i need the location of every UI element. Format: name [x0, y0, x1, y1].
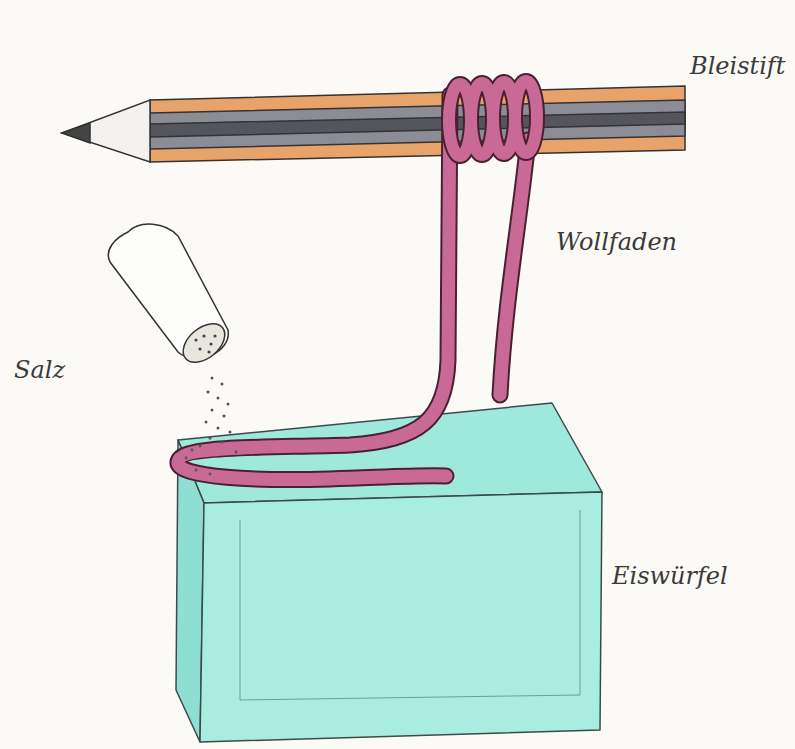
thread-label: Wollfaden [556, 228, 677, 257]
wool-thread [178, 81, 537, 480]
salt-grains [185, 377, 238, 476]
pencil-label: Bleistift [690, 52, 785, 81]
ice-cube-label: Eiswürfel [612, 562, 728, 591]
pencil [62, 86, 685, 162]
salt-label: Salz [14, 356, 65, 385]
salt-shaker [108, 224, 232, 370]
